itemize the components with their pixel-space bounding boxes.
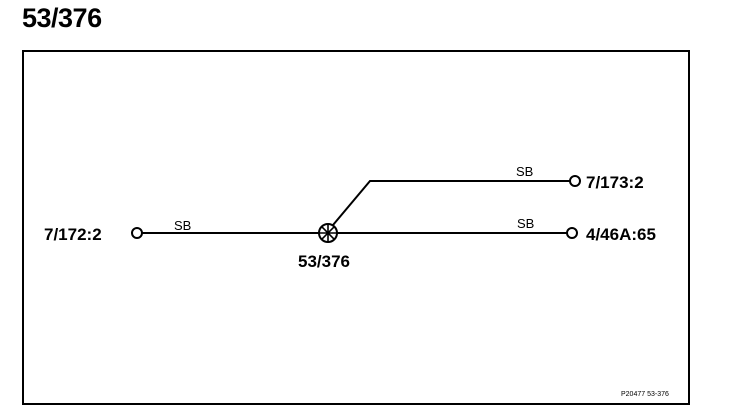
terminal-upper-right-icon: [569, 175, 581, 187]
terminal-lower-right-label: 4/46A:65: [586, 225, 656, 244]
reference-code: P20477 53-376: [621, 391, 669, 398]
edge-lower-right-label: SB: [517, 216, 534, 231]
terminal-upper-right-label: 7/173:2: [586, 173, 644, 192]
hub-label: 53/376: [298, 252, 350, 271]
edge-left-label: SB: [174, 218, 191, 233]
terminal-left-label: 7/172:2: [44, 225, 102, 244]
edge-upper-right-label: SB: [516, 164, 533, 179]
terminal-left-icon: [131, 227, 143, 239]
diagram-frame: [22, 50, 690, 405]
hub-splice-icon: [318, 223, 338, 243]
edge-upper-right: [332, 180, 570, 226]
terminal-lower-right-icon: [566, 227, 578, 239]
page-title: 53/376: [22, 3, 102, 33]
